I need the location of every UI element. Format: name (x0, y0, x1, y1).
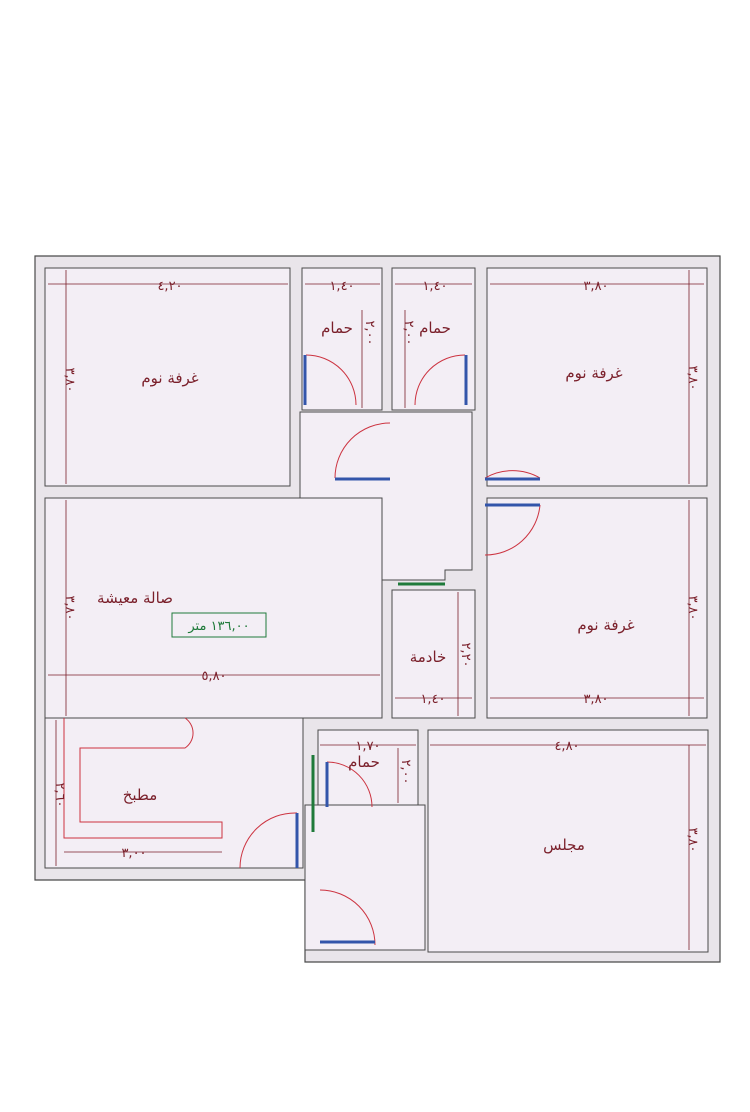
floor-maid (391, 589, 476, 719)
dim-bedroom-tr-width: ٣,٨٠ (583, 279, 608, 294)
dim-bath1-width: ١,٤٠ (329, 279, 354, 294)
floor-bath-2 (391, 267, 476, 411)
door-arcs (239, 354, 541, 946)
label-bath-3: حمام (348, 753, 380, 771)
dim-bedroom-tr-height: ٣,٨٠ (685, 365, 700, 390)
dim-bath2-width: ١,٤٠ (422, 279, 447, 294)
floor-bedroom-mid-right (486, 497, 708, 719)
dim-kitchen-width: ٣,٠٠ (121, 846, 146, 861)
dim-majlis-width: ٤,٨٠ (554, 739, 579, 754)
dim-bath3-height: ٢,٠٠ (398, 759, 413, 784)
dim-maid-width: ١,٤٠ (420, 692, 445, 707)
label-bedroom-top-right: غرفة نوم (565, 364, 622, 382)
dim-bath3-width: ١,٧٠ (355, 739, 380, 754)
floor-entry (304, 804, 426, 951)
label-living: صالة معيشة (97, 589, 173, 607)
dim-kitchen-height: ٢,٦٠ (52, 782, 67, 807)
floor-living (44, 497, 383, 719)
label-majlis: مجلس (543, 836, 585, 854)
floor-majlis (427, 729, 709, 953)
floor-bedroom-top-left (44, 267, 291, 487)
dim-bath2-height: ٢,٠٠ (401, 320, 416, 345)
floor-bedroom-top-right (486, 267, 708, 487)
dim-majlis-height: ٣,٨٠ (685, 827, 700, 852)
dim-bath1-height: ٢,٠٠ (362, 320, 377, 345)
floor-bath-3 (317, 729, 419, 806)
dim-living-height: ٣,٨٠ (62, 595, 77, 620)
dimension-lines (48, 270, 706, 950)
label-bath-2: حمام (419, 319, 451, 337)
room-floors (44, 267, 709, 953)
dim-living-width: ٥,٨٠ (201, 669, 226, 684)
floor-bath-1 (301, 267, 383, 411)
dim-bedroom-mr-width: ٣,٨٠ (583, 692, 608, 707)
door-leaves (295, 355, 540, 944)
dim-bedroom-mr-height: ٣,٨٠ (685, 595, 700, 620)
label-maid: خادمة (410, 648, 447, 666)
total-area: ١٣٦,٠٠ متر (187, 619, 249, 634)
label-kitchen: مطبخ (123, 786, 158, 804)
dim-bedroom-tl-width: ٤,٢٠ (157, 279, 182, 294)
label-bedroom-top-left: غرفة نوم (141, 369, 198, 387)
area-box (171, 612, 267, 638)
label-bath-1: حمام (321, 319, 353, 337)
kitchen-counter (63, 717, 223, 839)
dim-bedroom-tl-height: ٣,٨٠ (62, 367, 77, 392)
label-bedroom-mid-right: غرفة نوم (577, 616, 634, 634)
dim-maid-height: ٢,٢٠ (458, 642, 473, 667)
floor-kitchen (44, 717, 304, 869)
